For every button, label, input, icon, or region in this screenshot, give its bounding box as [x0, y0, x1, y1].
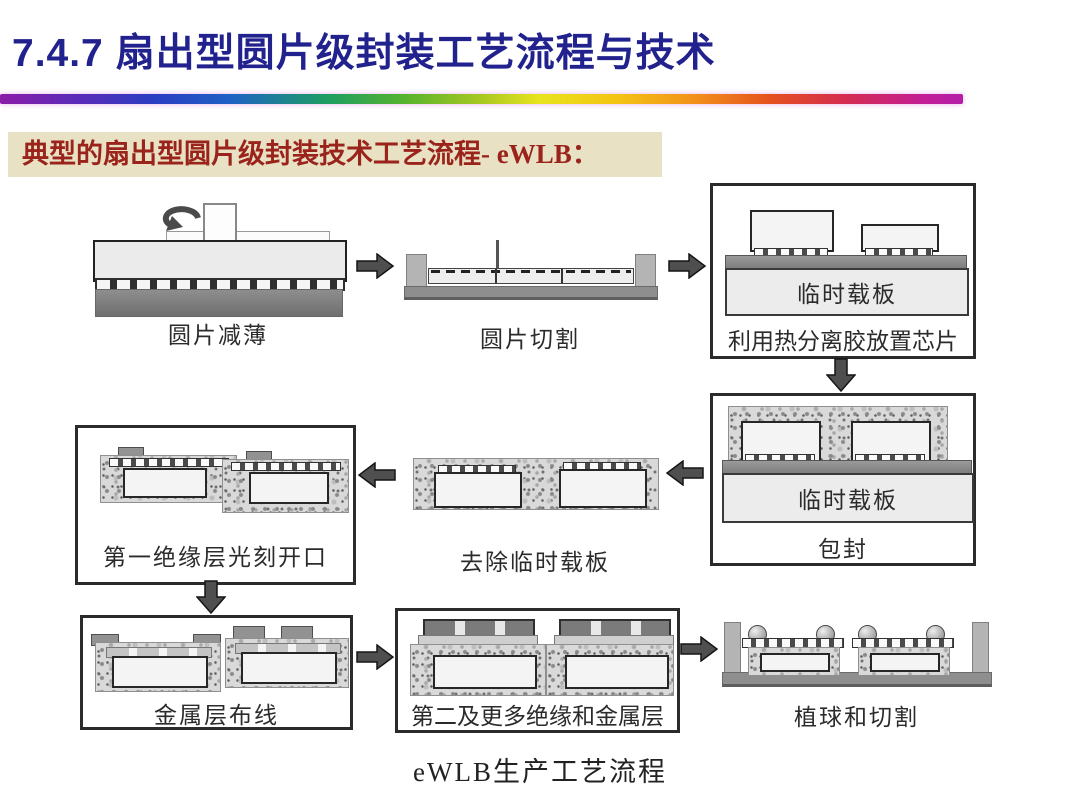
dielectric-openings — [109, 458, 229, 467]
step-metal-routing: 金属层布线 — [80, 615, 353, 730]
chip — [565, 655, 669, 689]
flow-arrow-right-icon — [668, 253, 706, 279]
molded-package — [410, 644, 546, 696]
dicing-tape — [404, 286, 658, 300]
molded-package — [100, 455, 237, 503]
rainbow-divider — [0, 94, 963, 104]
rotation-arrow-icon — [162, 206, 201, 231]
step-carrier-removal: 去除临时载板 — [410, 453, 660, 575]
chip — [433, 655, 537, 689]
mold-body — [858, 647, 950, 676]
step-molding: 临时载板 包封 — [710, 393, 976, 566]
page-title: 7.4.7 扇出型圆片级封装工艺流程与技术 — [12, 32, 716, 75]
cut-line — [561, 269, 563, 283]
step-label: 圆片切割 — [480, 327, 580, 352]
temporary-carrier: 临时载板 — [722, 473, 974, 523]
flow-arrow-right-icon — [356, 253, 394, 279]
step-label: 第一绝缘层光刻开口 — [103, 545, 328, 570]
step-label: 金属层布线 — [154, 703, 279, 728]
step-label: 圆片减薄 — [168, 323, 268, 348]
chip — [112, 656, 208, 688]
step-label: 去除临时载板 — [460, 550, 610, 575]
step-label: 包封 — [818, 537, 868, 562]
molded-package — [225, 638, 349, 688]
flow-arrow-right-icon — [356, 644, 394, 670]
wafer-slab — [93, 240, 347, 282]
diced-wafer — [428, 268, 634, 284]
chip — [241, 652, 337, 684]
step-wafer-dicing: 圆片切割 — [400, 238, 660, 352]
step-wafer-thinning: 圆片减薄 — [88, 200, 348, 350]
step-first-dielectric: 第一绝缘层光刻开口 — [75, 425, 356, 585]
chip — [249, 472, 329, 504]
chip — [750, 210, 834, 252]
subtitle-banner: 典型的扇出型圆片级封装技术工艺流程- eWLB： — [8, 132, 662, 177]
grinder-head — [203, 203, 237, 244]
step-label: 第二及更多绝缘和金属层 — [411, 704, 664, 729]
molded-package — [222, 459, 349, 513]
mold-compound — [728, 406, 948, 463]
flow-arrow-left-icon — [358, 462, 396, 488]
grinding-base — [95, 289, 343, 317]
flow-arrow-left-icon — [666, 460, 704, 486]
chip — [559, 469, 647, 508]
mold-body — [748, 647, 840, 676]
molded-package — [546, 644, 674, 696]
chip — [123, 468, 207, 498]
diagram-caption: eWLB生产工艺流程 — [413, 757, 667, 787]
flow-arrow-down-icon — [196, 580, 226, 614]
cut-line — [495, 269, 497, 283]
step-label: 利用热分离胶放置芯片 — [728, 329, 958, 354]
step-chip-placement: 临时载板 利用热分离胶放置芯片 — [710, 183, 976, 359]
step-ball-mount: 植球和切割 — [718, 610, 995, 730]
dielectric-openings — [231, 462, 341, 471]
chip — [760, 653, 830, 672]
chip — [434, 472, 522, 508]
dicing-blade — [496, 240, 499, 272]
flow-arrow-right-icon — [680, 636, 718, 662]
singulated-package — [852, 625, 954, 676]
step-label: 植球和切割 — [794, 705, 919, 730]
flow-arrow-down-icon — [826, 358, 856, 392]
molded-package — [95, 642, 221, 692]
chip — [870, 653, 940, 672]
molded-panel — [413, 458, 659, 510]
step-more-layers: 第二及更多绝缘和金属层 — [395, 608, 680, 733]
scribe-lines — [431, 270, 631, 273]
temporary-carrier: 临时载板 — [725, 268, 969, 316]
singulated-package — [742, 625, 844, 676]
